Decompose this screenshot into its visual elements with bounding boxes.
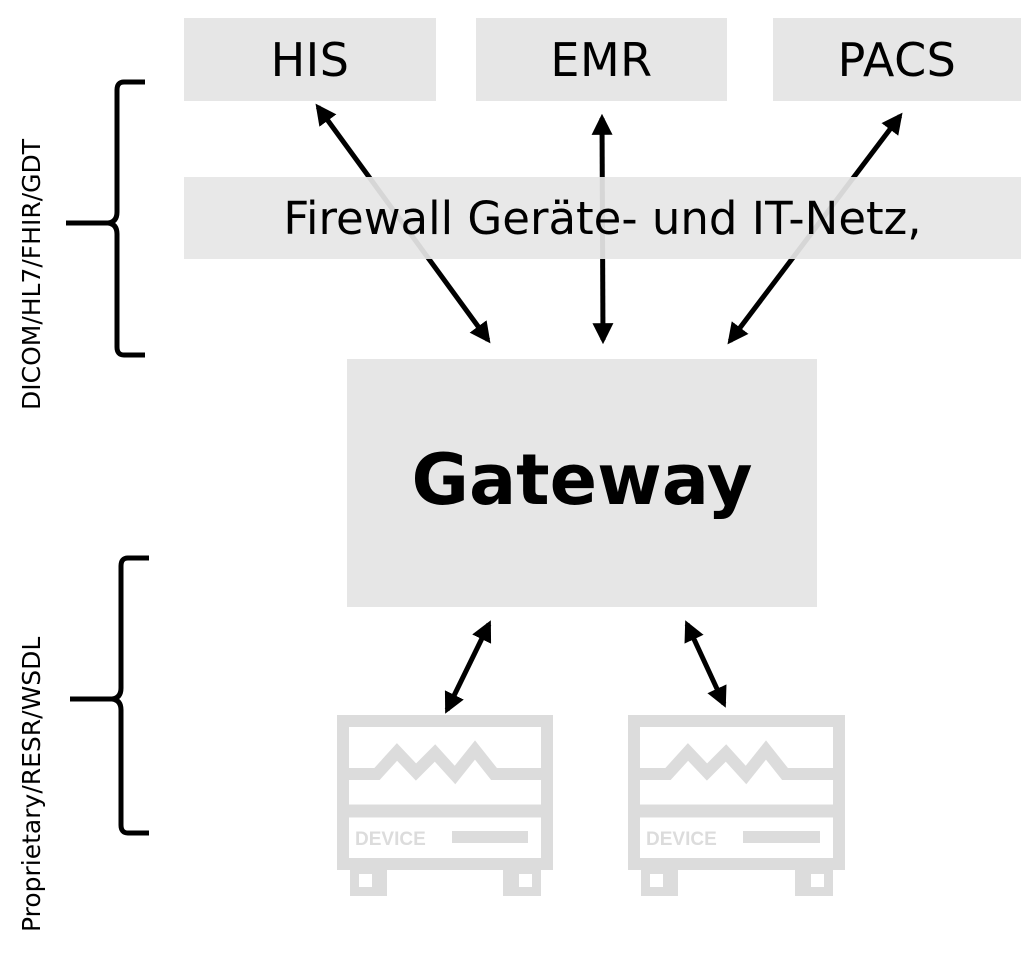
pacs-label: PACS [837, 32, 957, 87]
firewall-label: Firewall Geräte- und IT-Netz, [283, 191, 922, 245]
brace-lower [70, 555, 149, 836]
device-icon: DEVICE [628, 715, 845, 896]
emr-box: EMR [476, 18, 727, 101]
device-label: DEVICE [355, 829, 426, 850]
pacs-box: PACS [773, 18, 1021, 101]
arrow-gateway-device2 [684, 620, 727, 708]
gateway-label: Gateway [411, 439, 753, 521]
his-label: HIS [270, 32, 350, 87]
device-icon: DEVICE [337, 715, 553, 896]
firewall-band: Firewall Geräte- und IT-Netz, [184, 177, 1021, 259]
his-box: HIS [184, 18, 436, 101]
brace-upper [66, 79, 145, 358]
arrow-gateway-device1 [444, 620, 492, 714]
device-label: DEVICE [646, 829, 717, 850]
gateway-box: Gateway [347, 359, 817, 607]
emr-label: EMR [550, 32, 653, 87]
